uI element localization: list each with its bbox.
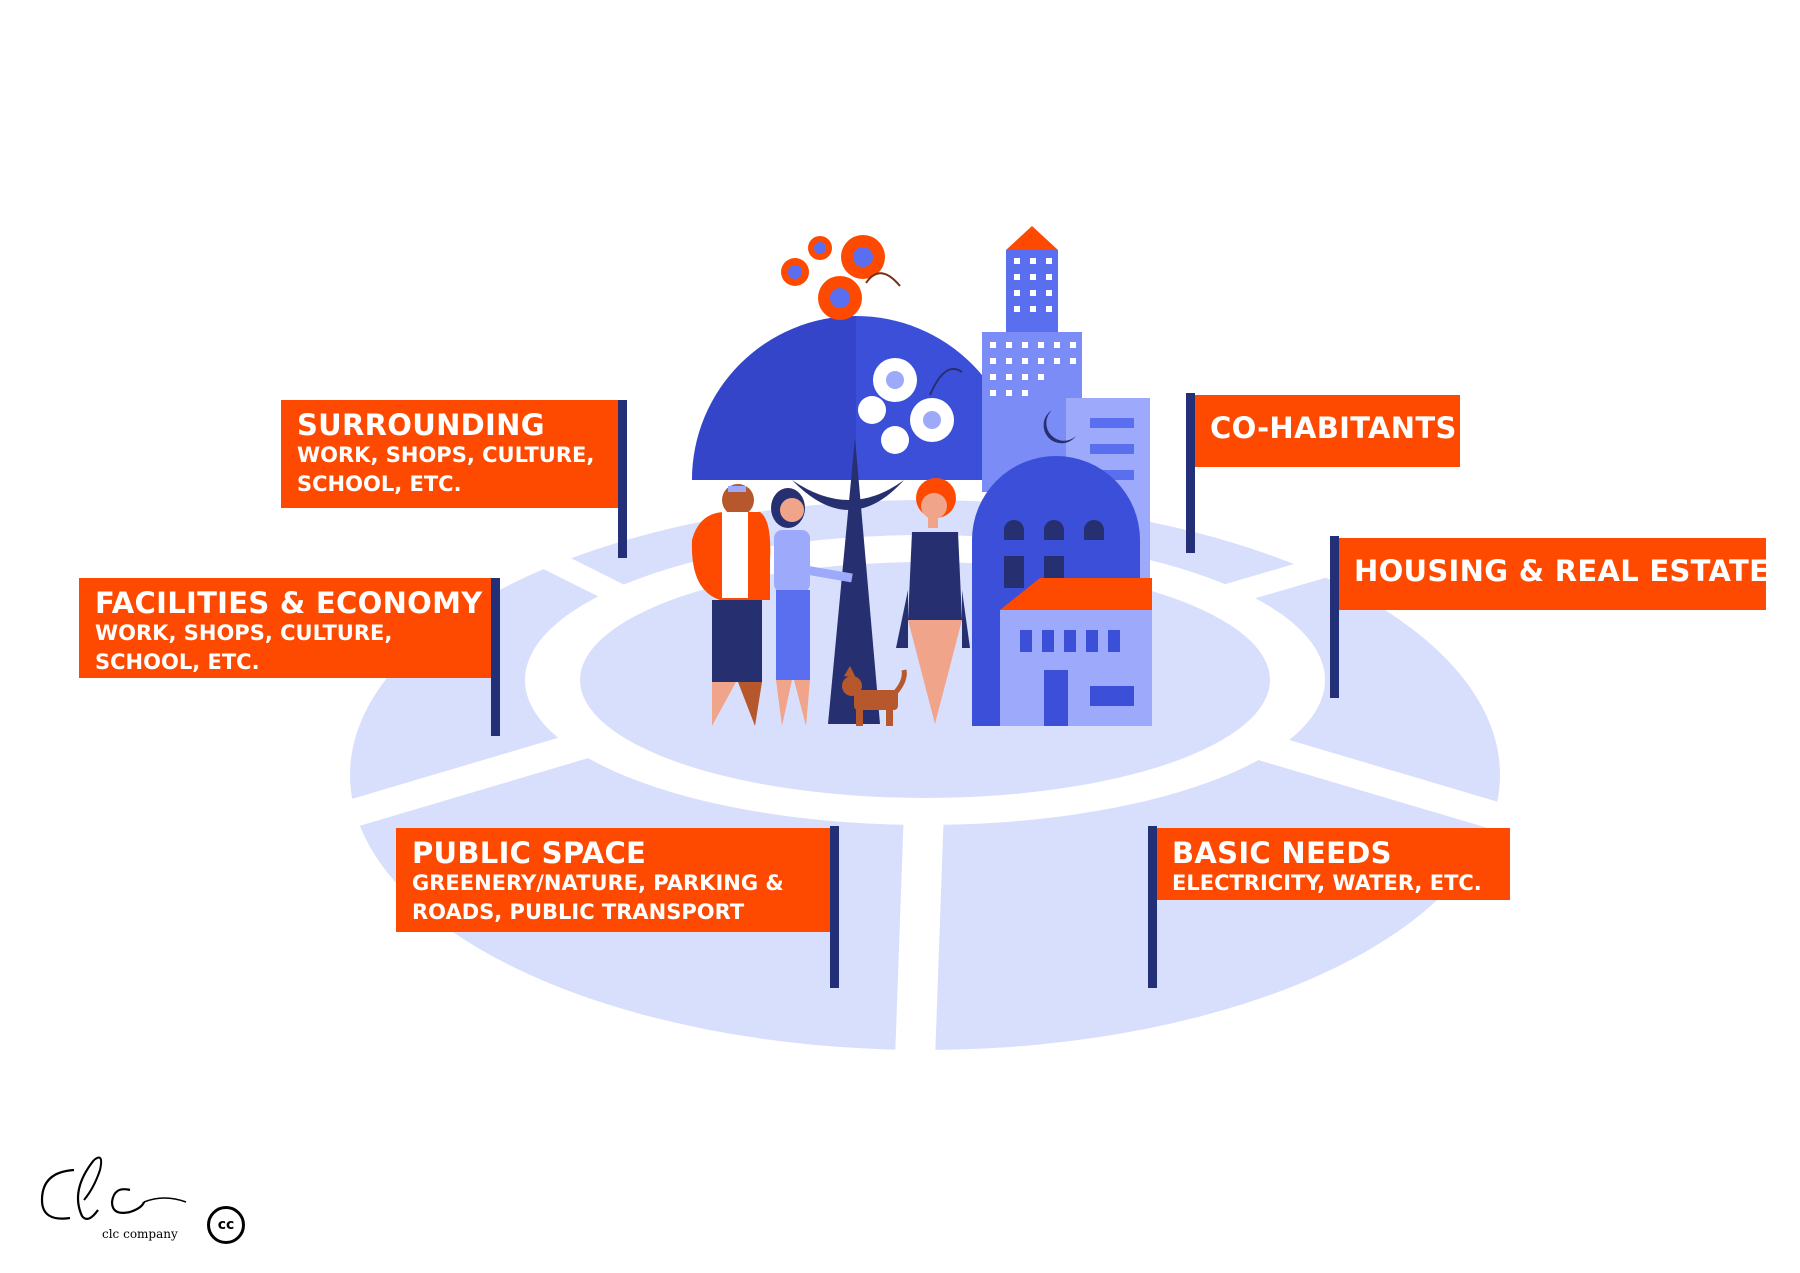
house-icon bbox=[1000, 578, 1152, 726]
flag-subtitle-line: WORK, SHOPS, CULTURE, bbox=[297, 443, 595, 468]
flag-pole bbox=[491, 578, 500, 736]
butterfly-icon bbox=[781, 235, 901, 320]
flag-title: PUBLIC SPACE bbox=[412, 836, 647, 870]
person-icon bbox=[771, 488, 853, 726]
flag-cohabitants: CO-HABITANTS bbox=[1194, 395, 1460, 467]
flag-pole bbox=[1330, 536, 1339, 698]
flag-pole bbox=[1186, 393, 1195, 553]
flag-title: CO-HABITANTS bbox=[1210, 411, 1457, 445]
flag-basic-needs: BASIC NEEDS ELECTRICITY, WATER, ETC. bbox=[1156, 828, 1510, 900]
company-logo: clc company bbox=[34, 1150, 194, 1246]
flag-title: HOUSING & REAL ESTATE bbox=[1354, 554, 1770, 588]
dog-icon bbox=[842, 666, 907, 726]
logo-company-name: clc company bbox=[102, 1227, 178, 1241]
cc-license-icon: cc bbox=[207, 1206, 245, 1244]
flag-subtitle-line: GREENERY/NATURE, PARKING & bbox=[412, 871, 784, 896]
flag-surrounding: SURROUNDING WORK, SHOPS, CULTURE, SCHOOL… bbox=[281, 400, 619, 508]
flag-subtitle-line: ELECTRICITY, WATER, ETC. bbox=[1172, 871, 1482, 896]
person-icon bbox=[896, 478, 970, 724]
person-icon bbox=[691, 484, 771, 726]
flag-subtitle-line: ROADS, PUBLIC TRANSPORT bbox=[412, 899, 745, 924]
flag-pole bbox=[830, 826, 839, 988]
flag-housing-real-estate: HOUSING & REAL ESTATE bbox=[1338, 538, 1770, 610]
butterfly-icon bbox=[858, 358, 963, 454]
flag-facilities-economy: FACILITIES & ECONOMY WORK, SHOPS, CULTUR… bbox=[79, 578, 491, 678]
flag-subtitle-line: WORK, SHOPS, CULTURE, bbox=[95, 621, 393, 646]
flag-public-space: PUBLIC SPACE GREENERY/NATURE, PARKING & … bbox=[396, 828, 830, 932]
flag-pole bbox=[618, 400, 627, 558]
flag-title: FACILITIES & ECONOMY bbox=[95, 586, 483, 620]
logo-mark-icon bbox=[40, 1156, 187, 1220]
flag-subtitle-line: SCHOOL, ETC. bbox=[95, 649, 260, 674]
flag-pole bbox=[1148, 826, 1157, 988]
flag-subtitle-line: SCHOOL, ETC. bbox=[297, 471, 462, 496]
flag-title: SURROUNDING bbox=[297, 408, 545, 442]
flag-title: BASIC NEEDS bbox=[1172, 836, 1392, 870]
